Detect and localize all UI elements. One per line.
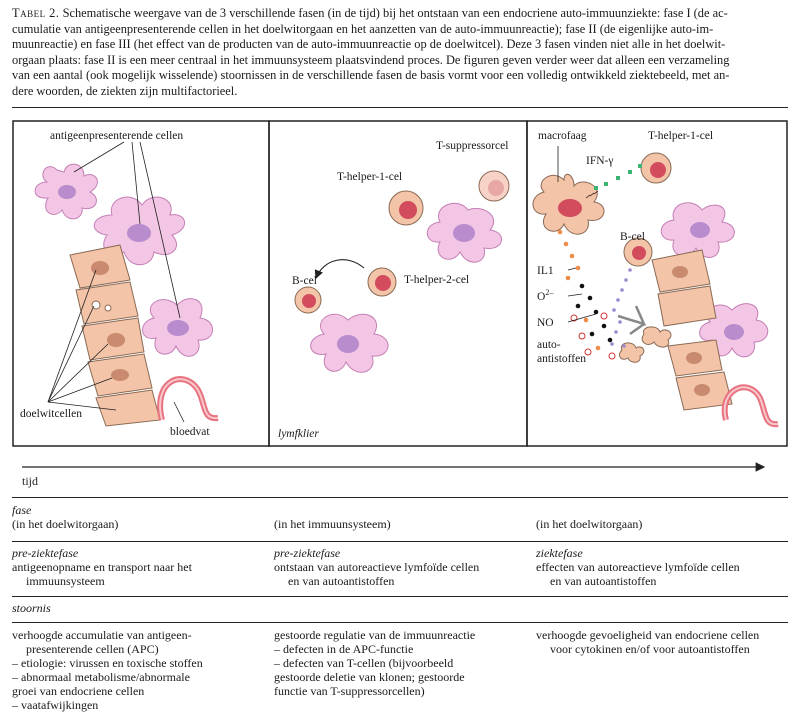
antibody-dots [610, 268, 632, 348]
caption-line: Schematische weergave van de 3 verschill… [63, 6, 728, 20]
phase-desc-line: en van autoantistoffen [536, 574, 788, 588]
apc-cell-left [35, 164, 97, 219]
t-helper-2-label: T-helper-2-cel [404, 274, 469, 286]
disorder-line: gestoorde deletie van klonen; gestoorde [274, 670, 524, 684]
apc-cell-center [427, 203, 501, 262]
caption-tag: Tabel 2. [12, 6, 59, 20]
autoantibody-label-2: antistoffen [537, 353, 586, 365]
t-helper-1-cell-p3 [641, 153, 671, 183]
cytokine-dots [558, 230, 615, 359]
b-cell-label-p2: B-cel [292, 275, 317, 287]
phase-name-col3: ziektefase [536, 546, 788, 560]
disorder-cell-col1: verhoogde accumulatie van antigeen- pres… [12, 628, 262, 712]
phase-desc-line: effecten van autoreactieve lymfoïde cell… [536, 560, 788, 574]
phase-location-col3: (in het doelwitorgaan) [536, 517, 788, 531]
disorder-line: gestoorde regulatie van de immuunreactie [274, 628, 524, 642]
t-suppressor-cell [479, 171, 509, 201]
blood-vessel-p3 [725, 387, 778, 424]
table-caption: Tabel 2. Schematische weergave van de 3 … [12, 6, 788, 100]
phase-title: fase [12, 503, 788, 517]
macrophage-cell [533, 174, 604, 234]
disorder-line: verhoogde gevoeligheid van endocriene ce… [536, 628, 788, 642]
table-rule-top [12, 497, 788, 498]
phase-desc-line: ontstaan van autoreactieve lymfoïde cell… [274, 560, 524, 574]
target-cells-label: doelwitcellen [20, 408, 82, 420]
caption-line: muunreactie) en fase III (het effect van… [12, 37, 788, 53]
disorder-line: presenterende cellen (APC) [12, 642, 262, 656]
panel-1: antigeenpresenterende cellen doelwitcell… [20, 130, 218, 438]
phase-cell-col2: pre-ziektefase ontstaan van autoreactiev… [274, 546, 524, 588]
apc-cell-p3-top [661, 203, 734, 258]
figure-panels: antigeenpresenterende cellen doelwitcell… [12, 120, 788, 447]
phase-location-col2: (in het immuunsysteem) [274, 517, 524, 531]
phase-name-col1: pre-ziektefase [12, 546, 262, 560]
panel-2: T-suppressorcel T-helper-1-cel B-cel T-h… [278, 140, 509, 440]
phase-desc-line: antigeenopname en transport naar het [12, 560, 262, 574]
lymph-node-label: lymfklier [278, 428, 319, 440]
disorder-line: – etiologie: virussen en toxische stoffe… [12, 656, 262, 670]
disorder-line: – abnormaal metabolisme/abnormale [12, 670, 262, 684]
ifn-gamma-dots [594, 164, 642, 190]
phase-name-col2: pre-ziektefase [274, 546, 524, 560]
superoxide-superscript: 2– [545, 288, 554, 297]
disorder-line: – defecten van T-cellen (bijvoorbeeld [274, 656, 524, 670]
table-rule-phase [12, 541, 788, 542]
phase-cell-col1: pre-ziektefase antigeenopname en transpo… [12, 546, 262, 588]
phase-location-col1: (in het doelwitorgaan) [12, 517, 262, 531]
disorder-line: verhoogde accumulatie van antigeen- [12, 628, 262, 642]
disorder-line: – vaatafwijkingen [12, 698, 262, 712]
panel-3: macrofaag T-helper-1-cel IFN-γ B-cel IL1… [533, 130, 778, 424]
autoantibody-label-1: auto- [537, 339, 561, 351]
caption-rule [12, 107, 788, 108]
caption-line: dere woorden, de ziekten zijn multifacto… [12, 84, 788, 100]
blood-vessel [160, 379, 218, 420]
phase-desc-line: immuunsysteem [12, 574, 262, 588]
apc-cell-bottom [311, 314, 388, 372]
timeline: tijd [12, 458, 788, 488]
t-helper-1-label-p2: T-helper-1-cel [337, 171, 402, 183]
t-helper-1-cell-p2 [389, 191, 423, 225]
t-suppressor-label: T-suppressorcel [436, 140, 508, 152]
b-cell-label-p3: B-cel [620, 231, 645, 243]
table-rule-disorder [12, 596, 788, 597]
timeline-label: tijd [22, 474, 38, 488]
b-cell-p2 [295, 287, 321, 313]
vessel-label: bloedvat [170, 426, 210, 438]
disorder-title-row: stoornis [12, 601, 788, 615]
disorder-line: groei van endocriene cellen [12, 684, 262, 698]
ifn-gamma-label: IFN-γ [586, 155, 613, 167]
disorder-title: stoornis [12, 601, 788, 615]
caption-line: van een aantal (ook mogelijk wisselende)… [12, 68, 788, 84]
disorder-cell-col3: verhoogde gevoeligheid van endocriene ce… [536, 628, 788, 656]
caption-line: cumulatie van antigeenpresenterende cell… [12, 22, 788, 38]
t-helper-2-cell [368, 268, 396, 296]
table-rule-disorder-body [12, 622, 788, 623]
disorder-cell-col2: gestoorde regulatie van de immuunreactie… [274, 628, 524, 698]
disorder-line: voor cytokinen en/of voor autoantistoffe… [536, 642, 788, 656]
disorder-line: – defecten in de APC-functie [274, 642, 524, 656]
il1-label: IL1 [537, 265, 554, 277]
superoxide-label: O2– [537, 288, 554, 303]
apc-label: antigeenpresenterende cellen [50, 130, 183, 142]
phase-desc-line: en van autoantistoffen [274, 574, 524, 588]
t-helper-1-label-p3: T-helper-1-cel [648, 130, 713, 142]
caption-line: orgaan plaats: fase II is een meer centr… [12, 53, 788, 69]
macrophage-label: macrofaag [538, 130, 587, 142]
disorder-line: functie van T-suppressorcellen) [274, 684, 524, 698]
nitric-oxide-label: NO [537, 317, 554, 329]
superoxide-base: O [537, 291, 545, 303]
phase-cell-col3: ziektefase effecten van autoreactieve ly… [536, 546, 788, 588]
phase-header-row: fase (in het doelwitorgaan) (in het immu… [12, 503, 788, 517]
